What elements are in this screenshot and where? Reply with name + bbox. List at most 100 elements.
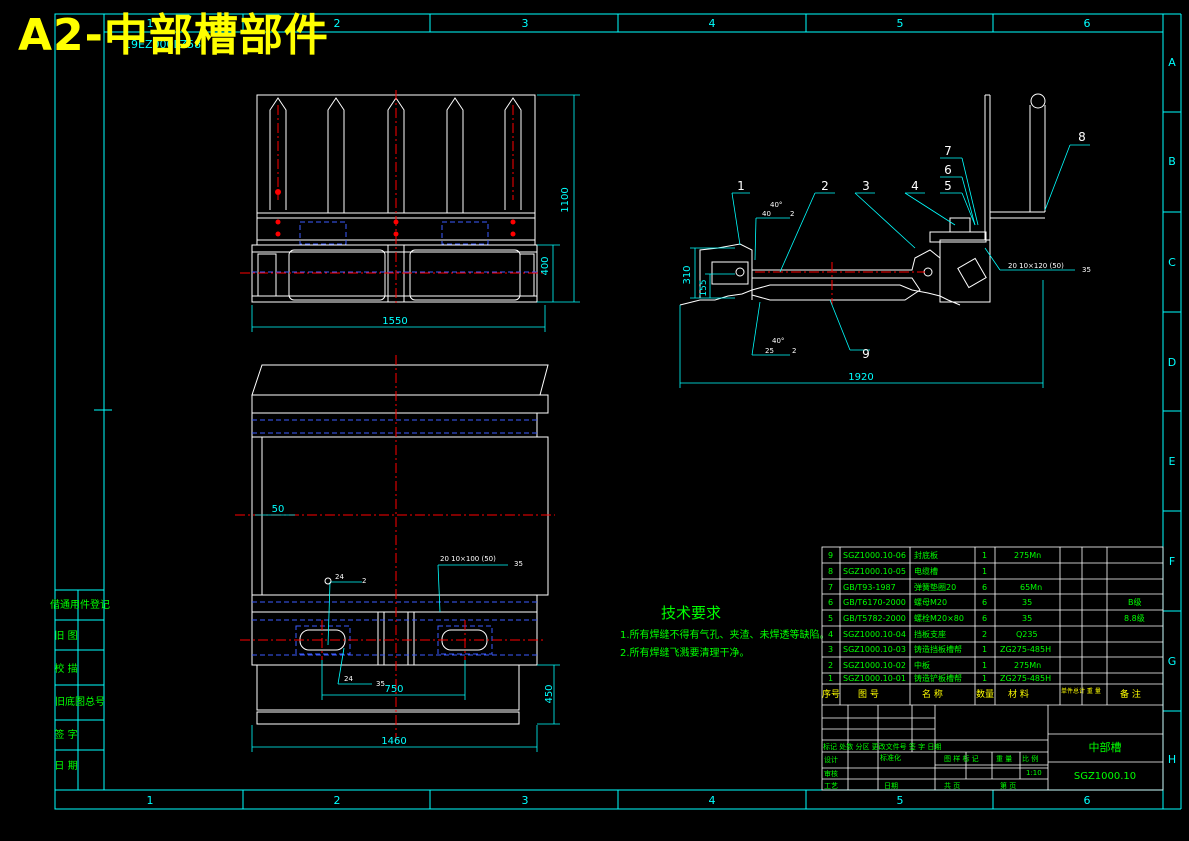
bom-name: 铸造铲板槽帮	[914, 673, 962, 683]
col-label: 2	[334, 794, 341, 807]
bom-code: SGZ1000.10-01	[843, 674, 906, 683]
tb-design: 设计	[824, 755, 838, 764]
bom-mat: 35	[1022, 614, 1032, 623]
bom-no: 8	[828, 567, 833, 576]
bom-qty: 6	[982, 614, 987, 623]
drawing-number: SGZ1000.10	[1074, 771, 1136, 782]
bom-name: 弹簧垫圈20	[914, 582, 956, 592]
sheet-banner-title: A2-中部槽部件	[18, 10, 329, 61]
bom-note: B级	[1128, 597, 1142, 607]
callout-number: 8	[1078, 130, 1086, 144]
drawing-frame	[54, 13, 1182, 810]
dim-plan-height: 450	[544, 684, 555, 703]
drawing-name: 中部槽	[1089, 740, 1122, 754]
bom-name: 铸造挡板槽帮	[914, 644, 962, 654]
col-label: 5	[897, 794, 904, 807]
callout-number: 5	[944, 179, 952, 193]
bom-header-qty: 数量	[976, 688, 994, 700]
weld-num: 35	[376, 680, 385, 688]
bom-table: 9 SGZ1000.10-06 封底板 1 275Mn 8 SGZ1000.10…	[821, 546, 1164, 791]
bom-no: 3	[828, 645, 833, 654]
tb-sheet: 共 页	[944, 781, 960, 790]
bom-no: 4	[828, 630, 833, 639]
weld-size: 25	[765, 347, 774, 355]
bom-mat: 275Mn	[1014, 551, 1041, 560]
weld-angle: 40°	[770, 201, 782, 209]
bom-no: 9	[828, 551, 833, 560]
bom-code: SGZ1000.10-06	[843, 551, 906, 560]
bom-name: 电缆槽	[914, 566, 938, 576]
bom-qty: 6	[982, 583, 987, 592]
col-label: 2	[334, 17, 341, 30]
bom-no: 5	[828, 614, 833, 623]
bom-no: 7	[828, 583, 833, 592]
bom-header-weight: 单件总计 重 量	[1061, 687, 1101, 695]
tech-title: 技术要求	[661, 604, 721, 622]
dim-side-width: 1920	[848, 372, 873, 383]
row-label: B	[1168, 155, 1176, 168]
callout-number: 3	[862, 179, 870, 193]
bom-mat: 275Mn	[1014, 661, 1041, 670]
col-label: 1	[147, 17, 154, 30]
dim-side-h1: 310	[682, 265, 693, 284]
bom-no: 6	[828, 598, 833, 607]
tb-scale: 1:10	[1026, 769, 1042, 777]
tb-weight: 重 量	[996, 755, 1012, 763]
bom-header-no: 序号	[822, 688, 840, 700]
front-view: 1550 1100 400	[240, 90, 580, 332]
callout-number: 2	[821, 179, 829, 193]
dim-front-width: 1550	[382, 316, 407, 327]
bom-header-name: 名 称	[922, 688, 943, 700]
weld-size: 40	[762, 210, 771, 218]
bom-header-note: 备 注	[1120, 688, 1141, 700]
strip-label: 签 字	[54, 728, 77, 741]
row-label: D	[1168, 356, 1176, 369]
left-strip-labels: 借通用件登记 旧 图 校 描 旧底图总号 签 字 日 期	[50, 598, 110, 772]
dim-side-h2: 155	[699, 279, 709, 296]
bom-qty: 6	[982, 598, 987, 607]
weld-num: 35	[1082, 266, 1091, 274]
dim-plan-hole: 750	[384, 684, 403, 695]
row-label: G	[1168, 655, 1177, 668]
bom-mat: Q235	[1016, 630, 1038, 639]
tech-line: 1.所有焊缝不得有气孔、夹渣、未焊透等缺陷。	[620, 628, 830, 641]
bom-no: 1	[828, 674, 833, 683]
bom-qty: 1	[982, 645, 987, 654]
row-label: H	[1168, 753, 1176, 766]
weld-num: 2	[792, 347, 796, 355]
bom-code: SGZ1000.10-02	[843, 661, 906, 670]
bom-qty: 1	[982, 674, 987, 683]
tech-requirements: 技术要求 1.所有焊缝不得有气孔、夹渣、未焊透等缺陷。 2.所有焊缝飞溅要清理干…	[620, 604, 830, 659]
tb-date: 日期	[884, 782, 898, 790]
col-label: 6	[1084, 794, 1091, 807]
weld-num: 2	[790, 210, 794, 218]
weld-spec: 20 10×120 (50)	[1008, 262, 1064, 270]
row-label: C	[1168, 256, 1176, 269]
bom-qty: 1	[982, 567, 987, 576]
col-label: 1	[147, 794, 154, 807]
weld-angle: 40°	[772, 337, 784, 345]
weld-spec: 20 10×100 (50)	[440, 555, 496, 563]
tb-review: 审核	[824, 769, 838, 778]
bom-mat: 35	[1022, 598, 1032, 607]
tech-line: 2.所有焊缝飞溅要清理干净。	[620, 646, 750, 659]
strip-label: 日 期	[54, 760, 77, 772]
col-label: 3	[522, 794, 529, 807]
bom-header-code: 图 号	[858, 689, 879, 700]
bom-name: 中板	[914, 660, 930, 670]
strip-label: 借通用件登记	[50, 598, 110, 611]
bom-name: 封底板	[914, 550, 938, 560]
tb-page: 第 页	[1000, 781, 1016, 790]
strip-label: 旧 图	[54, 630, 77, 642]
dim-front-lower: 400	[540, 256, 551, 275]
tb-stage: 图 样 标 记	[944, 754, 979, 763]
bom-code: SGZ1000.10-05	[843, 567, 906, 576]
bom-mat: 65Mn	[1020, 583, 1042, 592]
dim-front-height: 1100	[560, 187, 571, 212]
bom-qty: 2	[982, 630, 987, 639]
bom-code: GB/T93-1987	[843, 583, 896, 592]
dim-plan-offset: 50	[272, 504, 285, 515]
weld-size: 24	[344, 675, 353, 683]
col-label: 4	[709, 794, 716, 807]
